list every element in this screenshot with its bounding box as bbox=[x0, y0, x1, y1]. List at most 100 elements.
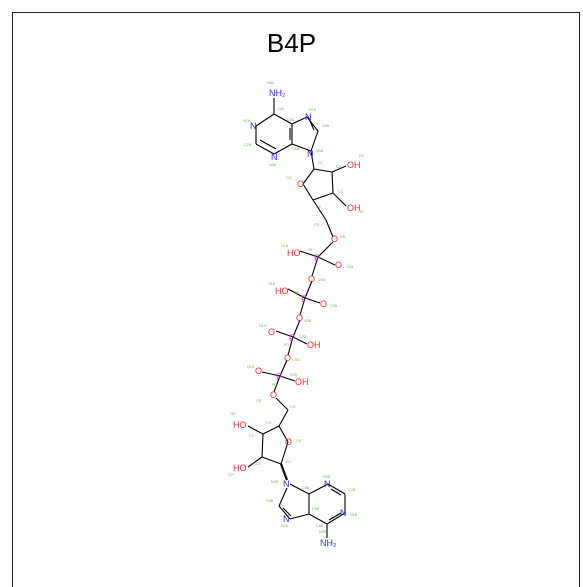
top-o4-label: O bbox=[297, 179, 304, 189]
atom-name: O2' bbox=[359, 154, 365, 158]
top-n1-label: N bbox=[250, 121, 257, 131]
atom-name: PA bbox=[308, 248, 313, 252]
bottom-n7-label: N bbox=[283, 514, 290, 524]
p3-oh-label: OH bbox=[307, 340, 321, 350]
atom-name: C5'' bbox=[290, 405, 296, 409]
atom-name: C1'' bbox=[286, 460, 292, 464]
atom-name: O2G bbox=[299, 335, 307, 339]
p1-oh-label: HO bbox=[287, 248, 301, 258]
atom-name: O5' bbox=[340, 235, 346, 239]
atom-name: O1G bbox=[259, 324, 267, 328]
p2-label: P bbox=[301, 294, 307, 304]
atom-name: C4' bbox=[316, 205, 322, 209]
atom-name: C2' bbox=[336, 165, 342, 169]
atom-name: O2A bbox=[346, 265, 354, 269]
atom-name: PG bbox=[284, 343, 289, 347]
atom-name: N9A bbox=[316, 149, 324, 153]
atom-name: C2A bbox=[244, 143, 252, 147]
atom-name: C5A bbox=[287, 118, 295, 122]
p3-o-label: O bbox=[268, 327, 275, 337]
atom-name: N3B bbox=[323, 475, 331, 479]
atom-name: O3'' bbox=[230, 412, 236, 416]
p2-oh-label: HO bbox=[275, 286, 289, 296]
atom-name: C1' bbox=[318, 161, 324, 165]
bottom-atom-labels: O HO HO N N N N NH₂ bbox=[233, 420, 347, 548]
atom-name: N6A bbox=[267, 81, 275, 85]
chain-atom-labels: P HO O O P HO O O P O OH O P O OH O bbox=[255, 248, 342, 400]
atom-name: C8B bbox=[266, 499, 274, 503]
atom-name: N1B bbox=[350, 513, 358, 517]
atom-name: PB bbox=[294, 291, 299, 295]
diagram-frame bbox=[12, 12, 580, 587]
atom-name: O5'' bbox=[256, 399, 262, 403]
p3-label: P bbox=[289, 333, 295, 343]
atom-name: PD bbox=[272, 383, 277, 387]
atom-name: O3B bbox=[304, 319, 312, 323]
bottom-o4-label: O bbox=[285, 437, 292, 447]
atom-name: O3G bbox=[292, 358, 300, 362]
bottom-oh3-label: HO bbox=[233, 420, 247, 430]
atom-name: O4' bbox=[286, 176, 292, 180]
atom-name: C8A bbox=[322, 124, 330, 128]
atom-name: C2'' bbox=[256, 462, 262, 466]
atom-name: N7A bbox=[309, 108, 317, 112]
bottom-nh2-label: NH₂ bbox=[320, 538, 337, 548]
atom-name: N3A bbox=[269, 163, 277, 167]
top-atom-names: N6A C6A N1A C5A N7A C8A C2A C4A N9A N3A … bbox=[243, 81, 365, 227]
atom-name: N9B bbox=[271, 480, 279, 484]
bottom-adenine bbox=[278, 483, 346, 538]
atom-name: O4'' bbox=[296, 439, 302, 443]
top-oh3-label: OH bbox=[347, 203, 361, 213]
bridge1-label: O bbox=[308, 274, 315, 284]
top-oh2-label: OH bbox=[347, 160, 361, 170]
atom-name: O2D bbox=[290, 373, 298, 377]
atom-name: C3' bbox=[338, 190, 344, 194]
atom-name: O1A bbox=[281, 244, 289, 248]
bottom-oh2-label: HO bbox=[233, 463, 247, 473]
bottom-ribose bbox=[247, 397, 289, 481]
atom-name: O2B bbox=[330, 304, 338, 308]
p4-o-label: O bbox=[255, 366, 262, 376]
atom-name: C6A bbox=[277, 107, 285, 111]
atom-name: O1D bbox=[247, 365, 255, 369]
atom-name: O3' bbox=[358, 210, 364, 214]
top-nh2-label: NH₂ bbox=[269, 88, 286, 98]
atom-name: C5' bbox=[314, 223, 320, 227]
atom-name: O1B bbox=[268, 282, 276, 286]
top-ribose bbox=[302, 150, 347, 238]
bridge3-label: O bbox=[284, 353, 291, 363]
atom-name: C3'' bbox=[249, 434, 255, 438]
atom-name: C6B bbox=[316, 524, 324, 528]
atom-name: N7B bbox=[281, 524, 289, 528]
atom-name: C4A bbox=[292, 147, 300, 151]
chain-atom-names: O5' O1A PA O2A O3A O1B PB O2B O3B O1G PG… bbox=[247, 235, 354, 387]
bridge2-label: O bbox=[296, 313, 303, 323]
atom-name: C4'' bbox=[266, 421, 272, 425]
p1-label: P bbox=[314, 253, 320, 263]
atom-name: C5B bbox=[312, 507, 320, 511]
atom-name: C2B bbox=[348, 488, 356, 492]
o5b-label: O bbox=[270, 390, 277, 400]
top-n3-label: N bbox=[271, 152, 278, 162]
atom-name: O3A bbox=[318, 278, 326, 282]
bottom-atom-names: O5'' C5'' C4'' O3'' C3'' O4'' C2'' O2'' … bbox=[228, 399, 358, 534]
atom-name: C4B bbox=[302, 486, 310, 490]
p4-label: P bbox=[276, 372, 282, 382]
p2-o-label: O bbox=[320, 299, 327, 309]
bottom-n1-label: N bbox=[340, 508, 347, 518]
top-o5-label: O bbox=[331, 234, 338, 244]
atom-name: O2'' bbox=[228, 473, 234, 477]
p4-oh-label: OH bbox=[295, 377, 309, 387]
top-adenine bbox=[255, 98, 319, 155]
atom-name: N6B bbox=[319, 530, 327, 534]
top-n9-label: N bbox=[307, 149, 314, 159]
top-n7-label: N bbox=[305, 112, 312, 122]
p1-o-label: O bbox=[335, 260, 342, 270]
phosphate-chain bbox=[261, 241, 336, 393]
bottom-n9-label: N bbox=[283, 479, 290, 489]
bottom-n3-label: N bbox=[324, 479, 331, 489]
atom-name: N1A bbox=[243, 119, 251, 123]
diagram-title: B4P bbox=[266, 28, 317, 58]
top-atom-labels: NH₂ N N N N O OH OH O bbox=[250, 88, 361, 244]
